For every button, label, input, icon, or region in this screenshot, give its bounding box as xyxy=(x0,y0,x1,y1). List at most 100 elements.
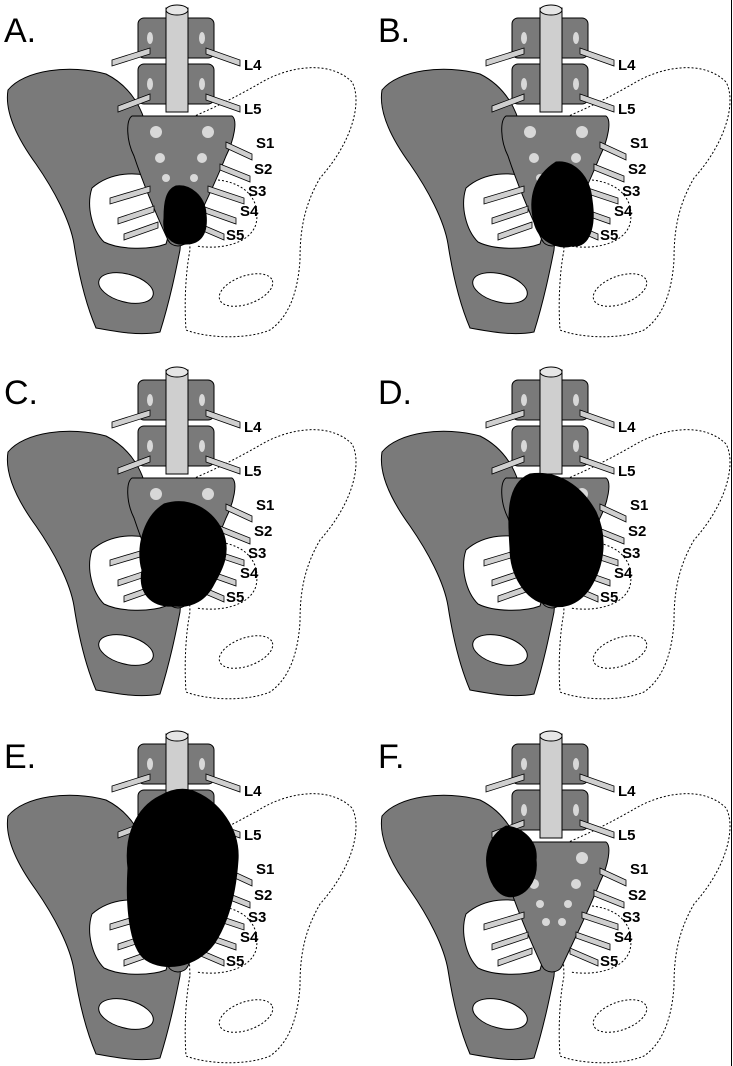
nerve-label-s5: S5 xyxy=(226,227,244,244)
tumor-mass xyxy=(140,502,226,607)
nerve-root-right-s2 xyxy=(594,890,624,908)
vertebra-foramen xyxy=(147,78,153,90)
spinal-cord xyxy=(540,370,562,474)
nerve-label-s3: S3 xyxy=(622,183,640,200)
sacral-foramen xyxy=(576,852,588,864)
vertebra-foramen xyxy=(573,394,579,406)
sacral-foramen xyxy=(529,153,539,163)
nerve-label-s1: S1 xyxy=(256,135,274,152)
nerve-label-s4: S4 xyxy=(240,929,259,946)
panel-letter: C. xyxy=(4,374,38,412)
nerve-label-s2: S2 xyxy=(254,887,272,904)
vertebra-foramen xyxy=(573,32,579,44)
vertebra-foramen xyxy=(199,758,205,770)
nerve-label-l5: L5 xyxy=(618,463,636,480)
nerve-label-s2: S2 xyxy=(628,161,646,178)
nerve-label-s5: S5 xyxy=(600,953,618,970)
nerve-root-right-s1 xyxy=(226,504,252,522)
nerve-label-s3: S3 xyxy=(622,545,640,562)
nerve-label-s1: S1 xyxy=(630,497,648,514)
sacral-foramen xyxy=(202,126,214,138)
nerve-root-right-s2 xyxy=(220,164,250,182)
nerve-label-l4: L4 xyxy=(618,419,636,436)
nerve-label-s3: S3 xyxy=(248,909,266,926)
sacral-foramen xyxy=(202,488,214,500)
spinal-cord-top xyxy=(166,5,188,15)
right-obturator-foramen xyxy=(215,629,277,674)
right-hemipelvis-outline xyxy=(185,68,356,337)
tumor-mass xyxy=(487,826,537,897)
nerve-label-s2: S2 xyxy=(628,523,646,540)
spinal-cord-top xyxy=(540,731,562,741)
right-obturator-foramen xyxy=(589,629,651,674)
nerve-root-right-s4 xyxy=(202,206,236,224)
nerve-label-l5: L5 xyxy=(244,101,262,118)
nerve-label-s2: S2 xyxy=(628,887,646,904)
nerve-label-s4: S4 xyxy=(614,203,633,220)
nerve-root-right-s5 xyxy=(570,948,598,966)
sacral-foramen xyxy=(197,153,207,163)
nerve-root-right-s3 xyxy=(582,912,618,930)
nerve-label-s1: S1 xyxy=(256,497,274,514)
vertebra-foramen xyxy=(199,440,205,452)
nerve-label-l4: L4 xyxy=(244,419,262,436)
right-obturator-foramen xyxy=(215,267,277,312)
sacral-foramen xyxy=(150,126,162,138)
sacral-foramen xyxy=(155,153,165,163)
vertebra-foramen xyxy=(573,758,579,770)
nerve-label-l4: L4 xyxy=(244,57,262,74)
sacral-foramen xyxy=(536,900,544,908)
nerve-root-right-s1 xyxy=(226,142,252,160)
vertebra-foramen xyxy=(573,440,579,452)
panel-letter: D. xyxy=(378,374,412,412)
spinal-cord xyxy=(540,8,562,112)
nerve-label-l4: L4 xyxy=(244,783,262,800)
vertebra-foramen xyxy=(199,78,205,90)
sacral-foramen xyxy=(558,918,566,926)
vertebra-foramen xyxy=(521,758,527,770)
panel-letter: A. xyxy=(4,12,36,50)
sacral-foramen xyxy=(564,900,572,908)
nerve-label-l4: L4 xyxy=(618,57,636,74)
nerve-label-s2: S2 xyxy=(254,523,272,540)
nerve-label-s4: S4 xyxy=(614,929,633,946)
right-obturator-foramen xyxy=(589,267,651,312)
nerve-label-s4: S4 xyxy=(240,565,259,582)
nerve-root-right-s1 xyxy=(600,504,626,522)
right-hemipelvis-outline xyxy=(559,794,730,1063)
panel-letter: E. xyxy=(4,738,36,776)
vertebra-foramen xyxy=(521,32,527,44)
panel-letter: F. xyxy=(378,738,404,776)
nerve-label-s3: S3 xyxy=(622,909,640,926)
vertebra-foramen xyxy=(199,394,205,406)
right-border-line xyxy=(731,0,732,1066)
spinal-cord-top xyxy=(166,731,188,741)
spinal-cord-top xyxy=(540,5,562,15)
nerve-label-s4: S4 xyxy=(240,203,259,220)
nerve-root-right-s4 xyxy=(576,932,610,950)
nerve-label-l4: L4 xyxy=(618,783,636,800)
spinal-cord xyxy=(166,370,188,474)
right-obturator-foramen xyxy=(215,993,277,1038)
spinal-cord-top xyxy=(540,367,562,377)
nerve-label-s3: S3 xyxy=(248,545,266,562)
vertebra-foramen xyxy=(147,394,153,406)
sacral-foramen xyxy=(162,174,170,182)
sacral-foramen xyxy=(524,126,536,138)
pelvis-panel-d: L4L5S1S2S3S4S5D. xyxy=(378,367,730,699)
panel-letter: B. xyxy=(378,12,410,50)
pelvis-panel-e: L4L5S1S2S3S4S5E. xyxy=(4,731,356,1063)
nerve-label-s5: S5 xyxy=(226,953,244,970)
nerve-label-s1: S1 xyxy=(630,861,648,878)
spinal-cord xyxy=(166,8,188,112)
nerve-root-right-s3 xyxy=(208,186,244,204)
nerve-label-s5: S5 xyxy=(226,589,244,606)
nerve-label-s5: S5 xyxy=(600,227,618,244)
nerve-root-right-s1 xyxy=(600,142,626,160)
nerve-label-s1: S1 xyxy=(630,135,648,152)
spinal-cord xyxy=(540,734,562,838)
